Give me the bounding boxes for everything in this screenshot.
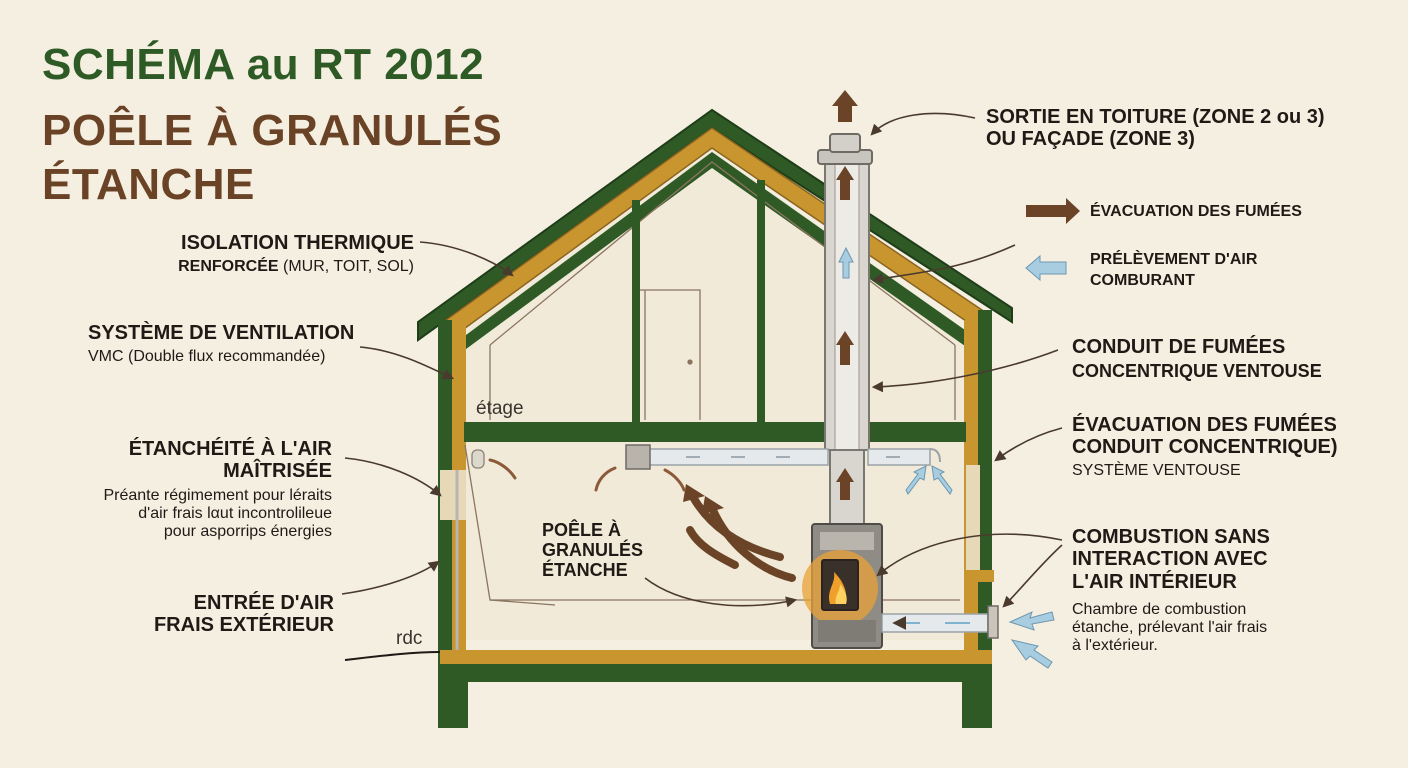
upper-floor [464, 422, 966, 442]
isolation-sub-bold: RENFORCÉE [178, 258, 279, 276]
ventilation-title: SYSTÈME DE VENTILATION [88, 322, 355, 344]
sortie-line-2: OU FAÇADE (ZONE 3) [986, 128, 1195, 151]
evac-conduit-title-1: ÉVACUATION DES FUMÉES [1072, 414, 1337, 436]
label-sortie: SORTIE EN TOITURE (ZONE 2 ou 3) OU FAÇAD… [986, 106, 1325, 151]
etancheite-title-2: MAÎTRISÉE [223, 460, 332, 483]
warm-air-arrows [686, 493, 796, 582]
left-wall [438, 320, 466, 728]
label-etancheite: ÉTANCHÉITÉ À L'AIR MAÎTRISÉE Préante rég… [103, 438, 332, 541]
label-etage: étage [476, 398, 524, 419]
air-intake-duct [881, 605, 999, 639]
combustion-desc-1: Chambre de combustion [1072, 601, 1247, 619]
title-line-2: POÊLE À GRANULÉS [42, 106, 503, 155]
label-ventilation: SYSTÈME DE VENTILATION VMC (Double flux … [88, 322, 354, 366]
etancheite-desc-3: pour asporrips énergies [163, 522, 332, 540]
leader-lines [341, 112, 1063, 608]
label-isolation: ISOLATION THERMIQUE RENFORCÉE (MUR, TOIT… [178, 232, 414, 276]
label-entree-air: ENTRÉE D'AIR FRAIS EXTÉRIEUR [154, 592, 334, 637]
conduit-title-1: CONDUIT DE FUMÉES [1072, 336, 1286, 358]
legend-prelevement: PRÉLÈVEMENT D'AIR COMBURANT [1090, 251, 1257, 290]
etancheite-title-1: ÉTANCHÉITÉ À L'AIR [128, 438, 332, 460]
combustion-title-2: INTERACTION AVEC [1072, 548, 1268, 571]
legend-prelevement-1: PRÉLÈVEMENT D'AIR [1090, 251, 1258, 268]
label-evac-conduit: ÉVACUATION DES FUMÉES CONDUIT CONCENTRIQ… [1072, 414, 1338, 480]
warm-air-arrowheads [683, 484, 724, 514]
smoke-flow-arrows [832, 90, 1080, 500]
isolation-title: ISOLATION THERMIQUE [181, 232, 414, 254]
vmc-duct [471, 444, 941, 470]
title-line-3: ÉTANCHE [42, 160, 255, 209]
sortie-line-1: SORTIE EN TOITURE (ZONE 2 ou 3) [986, 106, 1325, 128]
conduit-title-2: CONCENTRIQUE VENTOUSE [1072, 361, 1322, 382]
interior-sketch [464, 161, 960, 606]
isolation-sub-text: (MUR, TOIT, SOL) [278, 258, 414, 276]
combustion-desc-3: à l'extérieur. [1072, 636, 1158, 654]
roof-studs [632, 180, 765, 422]
legend-prelevement-2: COMBURANT [1090, 271, 1195, 289]
combustion-title-1: COMBUSTION SANS [1072, 526, 1270, 548]
label-poele: POÊLE À GRANULÉS ÉTANCHE [542, 520, 643, 580]
chimney-flue [817, 133, 873, 531]
fresh-air-arrows [838, 246, 1067, 669]
label-rdc: rdc [396, 628, 423, 649]
combustion-title-3: L'AIR INTÉRIEUR [1072, 570, 1237, 593]
ground-floor [344, 650, 992, 728]
ventilation-sub: VMC (Double flux recommandée) [88, 348, 326, 366]
evac-conduit-title-2: CONDUIT CONCENTRIQUE) [1072, 436, 1338, 459]
poele-line-3: ÉTANCHE [542, 560, 628, 581]
label-combustion: COMBUSTION SANS INTERACTION AVEC L'AIR I… [1072, 526, 1270, 655]
etancheite-desc-2: d'air frais lαut incontrolileue [138, 504, 332, 522]
entree-air-title-2: FRAIS EXTÉRIEUR [153, 614, 334, 637]
isolation-sub: RENFORCÉE (MUR, TOIT, SOL) [178, 258, 414, 276]
legend-evacuation: ÉVACUATION DES FUMÉES [1090, 203, 1302, 220]
combustion-desc-2: étanche, prélevant l'air frais [1072, 619, 1268, 637]
entree-air-title-1: ENTRÉE D'AIR [193, 592, 334, 614]
pellet-stove [802, 523, 883, 649]
evac-conduit-sub: SYSTÈME VENTOUSE [1072, 461, 1241, 479]
poele-line-1: POÊLE À [542, 520, 622, 540]
etancheite-desc-1: Préante régimement pour léraits [103, 486, 332, 504]
title-line-1: SCHÉMA au RT 2012 [42, 40, 485, 89]
room-circulation-arrows [488, 458, 686, 492]
poele-line-2: GRANULÉS [542, 540, 644, 561]
label-conduit: CONDUIT DE FUMÉES CONCENTRIQUE VENTOUSE [1072, 336, 1322, 382]
